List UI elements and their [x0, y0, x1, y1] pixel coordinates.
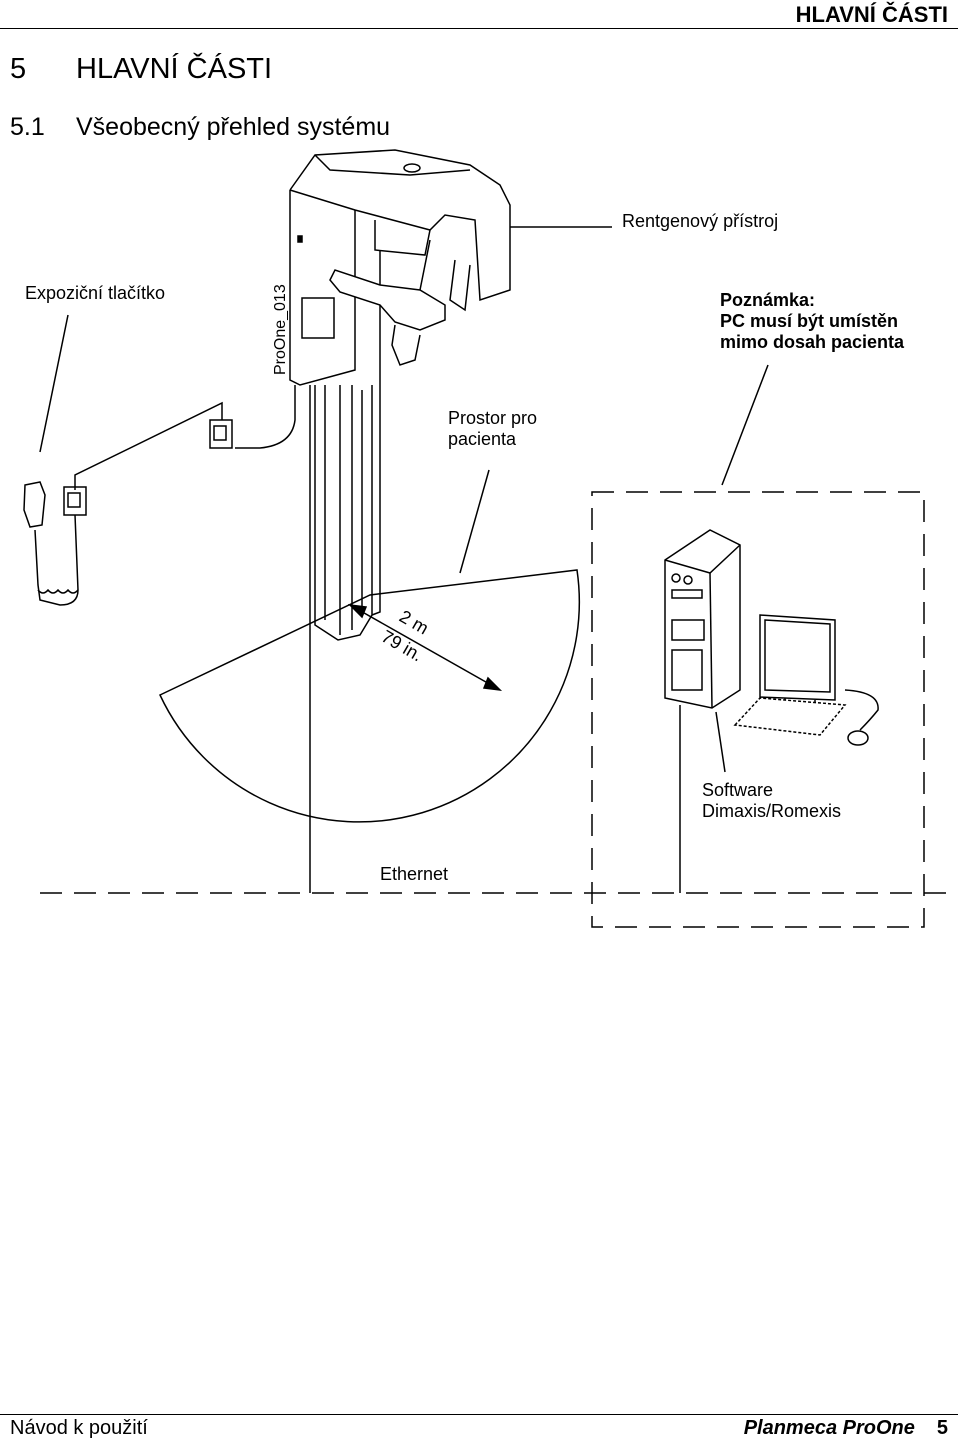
- label-ethernet: Ethernet: [380, 864, 449, 884]
- header-rule: [0, 28, 958, 29]
- xray-unit-drawing: [289, 149, 511, 641]
- keyboard-drawing: [733, 697, 847, 736]
- label-exposure-button: Expoziční tlačítko: [25, 283, 166, 303]
- figure-code: ProOne_013: [272, 284, 289, 375]
- label-patient-area-2: pacienta: [448, 429, 517, 449]
- label-note-line2: mimo dosah pacienta: [720, 332, 905, 352]
- section-number: 5.1: [10, 113, 45, 141]
- label-note-title: Poznámka:: [720, 290, 816, 310]
- section-heading: 5.1 Všeobecný přehled systému: [10, 113, 390, 142]
- footer-rule: [0, 1414, 958, 1415]
- label-software-2: Dimaxis/Romexis: [702, 801, 842, 821]
- label-patient-area-1: Prostor pro: [448, 408, 538, 428]
- page-number: 5: [936, 1417, 948, 1439]
- chapter-heading: 5 HLAVNÍ ČÁSTI: [10, 53, 272, 86]
- footer-product-name: Planmeca ProOne: [743, 1417, 915, 1439]
- pc-area-outline: [591, 491, 925, 928]
- patient-area-outline: [159, 569, 581, 823]
- pc-drawing: [664, 529, 879, 746]
- label-software-1: Software: [702, 780, 774, 800]
- section-title: Všeobecný přehled systému: [76, 113, 391, 141]
- chapter-title: HLAVNÍ ČÁSTI: [76, 53, 273, 85]
- chapter-number: 5: [10, 53, 27, 85]
- exposure-hand-switch: [23, 481, 46, 528]
- distance-arrow: [349, 604, 501, 691]
- footer-doc-title: Návod k použití: [10, 1417, 148, 1439]
- label-note-line1: PC musí být umístěn: [720, 311, 899, 331]
- footer-product: Planmeca ProOne 5: [744, 1417, 948, 1440]
- running-header: HLAVNÍ ČÁSTI: [795, 2, 948, 27]
- label-xray-unit: Rentgenový přístroj: [622, 211, 779, 231]
